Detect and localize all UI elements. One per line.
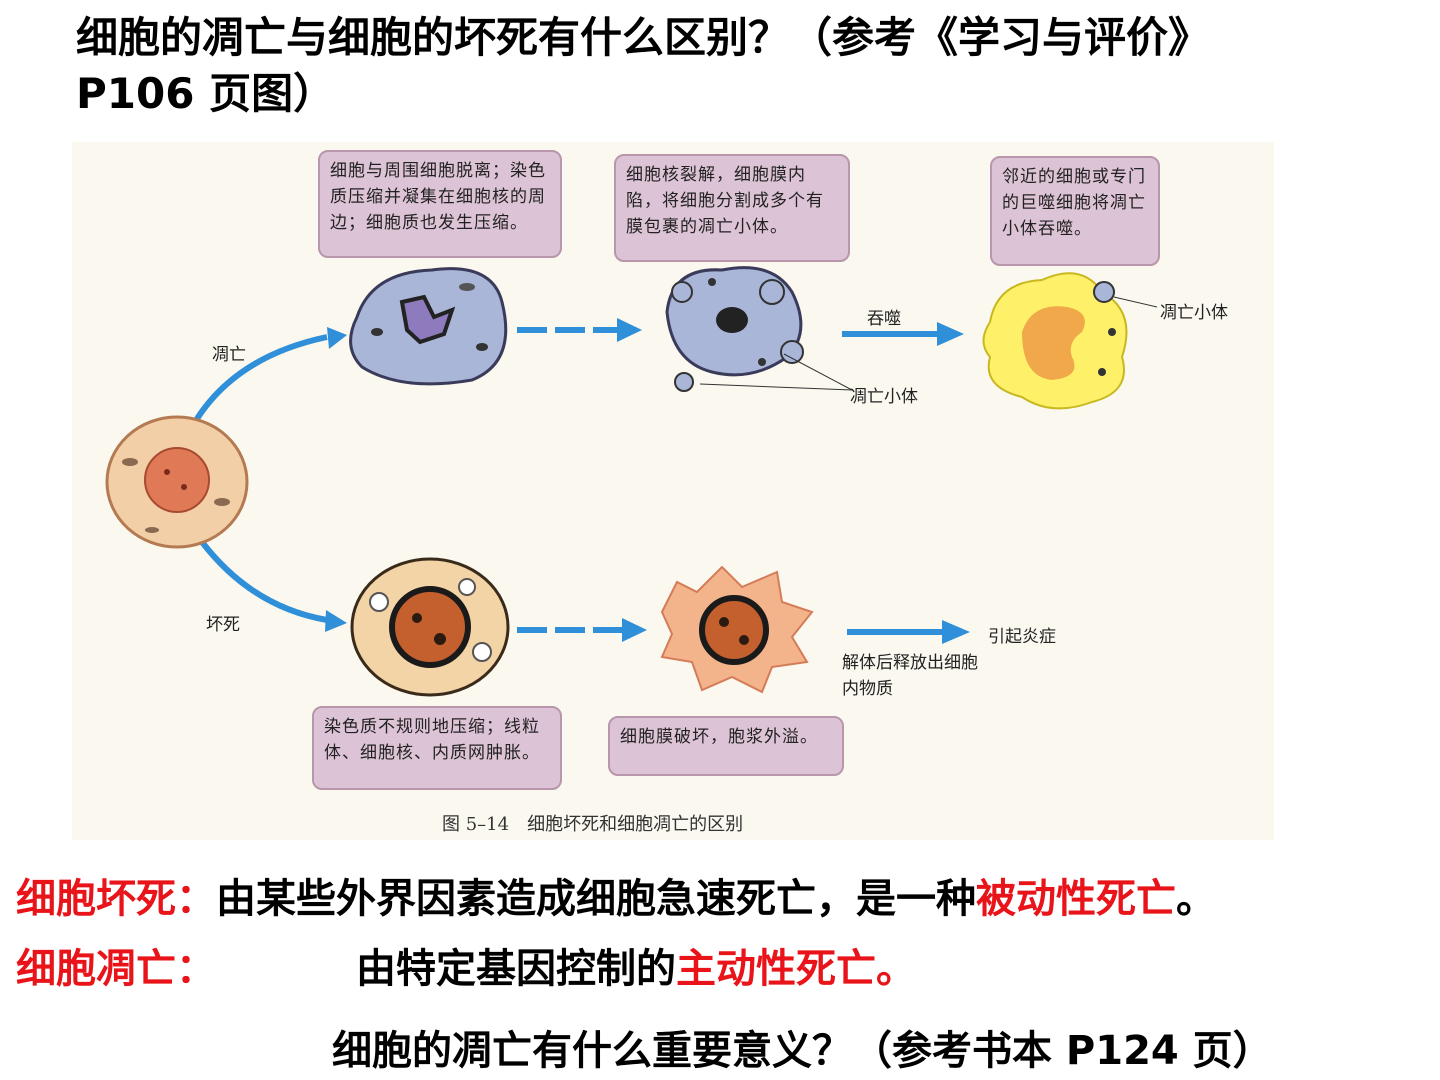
- note-apoptosis-step2: 细胞核裂解，细胞膜内陷，将细胞分割成多个有膜包裹的凋亡小体。: [614, 154, 850, 262]
- note-necrosis-step2: 细胞膜破坏，胞浆外溢。: [608, 716, 844, 776]
- leader-apoptotic-body-1: [699, 383, 853, 391]
- necrosis-definition: 细胞坏死：由某些外界因素造成细胞急速死亡，是一种被动性死亡。: [16, 866, 1216, 924]
- apoptosis-definition: 细胞凋亡： 由特定基因控制的主动性死亡。: [16, 936, 916, 994]
- label-apoptotic-body-lower: 凋亡小体: [850, 387, 918, 407]
- label-inflammation: 引起炎症: [988, 627, 1056, 647]
- figure-illustration: [105, 266, 1158, 697]
- curve-arrow-apoptosis-head: [327, 327, 347, 349]
- lysing-cell: [660, 565, 814, 694]
- necrosis-end: 。: [1176, 876, 1216, 922]
- arrow-engulf-head: [937, 322, 964, 346]
- apoptosis-vs-necrosis-figure: 细胞与周围细胞脱离；染色质压缩并凝集在细胞核的周边；细胞质也发生压缩。 细胞核裂…: [72, 142, 1274, 840]
- label-apoptotic-body-upper: 凋亡小体: [1160, 303, 1228, 323]
- arrow-necrosis-1-head: [622, 618, 647, 642]
- arrow-inflammation-head: [942, 620, 970, 644]
- apoptosis-text: 由特定基因控制的: [356, 946, 676, 992]
- macrophage-cell: [982, 272, 1128, 410]
- curve-arrow-necrosis-head: [325, 610, 347, 632]
- necrosis-term: 细胞坏死：: [16, 876, 216, 922]
- question-significance: 细胞的凋亡有什么重要意义？（参考书本 P124 页）: [332, 1028, 1273, 1074]
- apoptosis-term: 细胞凋亡：: [16, 946, 216, 992]
- note-apoptosis-step1: 细胞与周围细胞脱离；染色质压缩并凝集在细胞核的周边；细胞质也发生压缩。: [318, 150, 562, 258]
- arrow-apoptosis-1-head: [617, 318, 642, 342]
- label-necrosis: 坏死: [206, 615, 240, 635]
- leader-apoptotic-body-2: [1113, 296, 1158, 308]
- note-necrosis-step1: 染色质不规则地压缩；线粒体、细胞核、内质网肿胀。: [312, 706, 562, 790]
- note-apoptosis-step3: 邻近的细胞或专门的巨噬细胞将凋亡小体吞噬。: [990, 156, 1160, 266]
- apoptosis-highlight: 主动性死亡。: [676, 946, 916, 992]
- normal-cell: [105, 415, 249, 549]
- necrosis-highlight: 被动性死亡: [976, 876, 1176, 922]
- curve-arrow-apoptosis: [189, 334, 328, 429]
- fragmenting-cell: [665, 266, 804, 392]
- swelling-necrotic-cell: [350, 557, 510, 697]
- shrinking-apoptotic-cell: [349, 267, 508, 386]
- curve-arrow-necrosis: [199, 540, 328, 623]
- label-engulf: 吞噬: [867, 309, 901, 329]
- label-release-contents: 解体后释放出细胞内物质: [842, 653, 978, 699]
- necrosis-text: 由某些外界因素造成细胞急速死亡，是一种: [216, 876, 976, 922]
- question-title: 细胞的凋亡与细胞的坏死有什么区别？（参考《学习与评价》 P106 页图）: [76, 13, 1211, 118]
- figure-caption: 图 5–14 细胞坏死和细胞凋亡的区别: [442, 814, 744, 835]
- label-apoptosis: 凋亡: [212, 345, 246, 365]
